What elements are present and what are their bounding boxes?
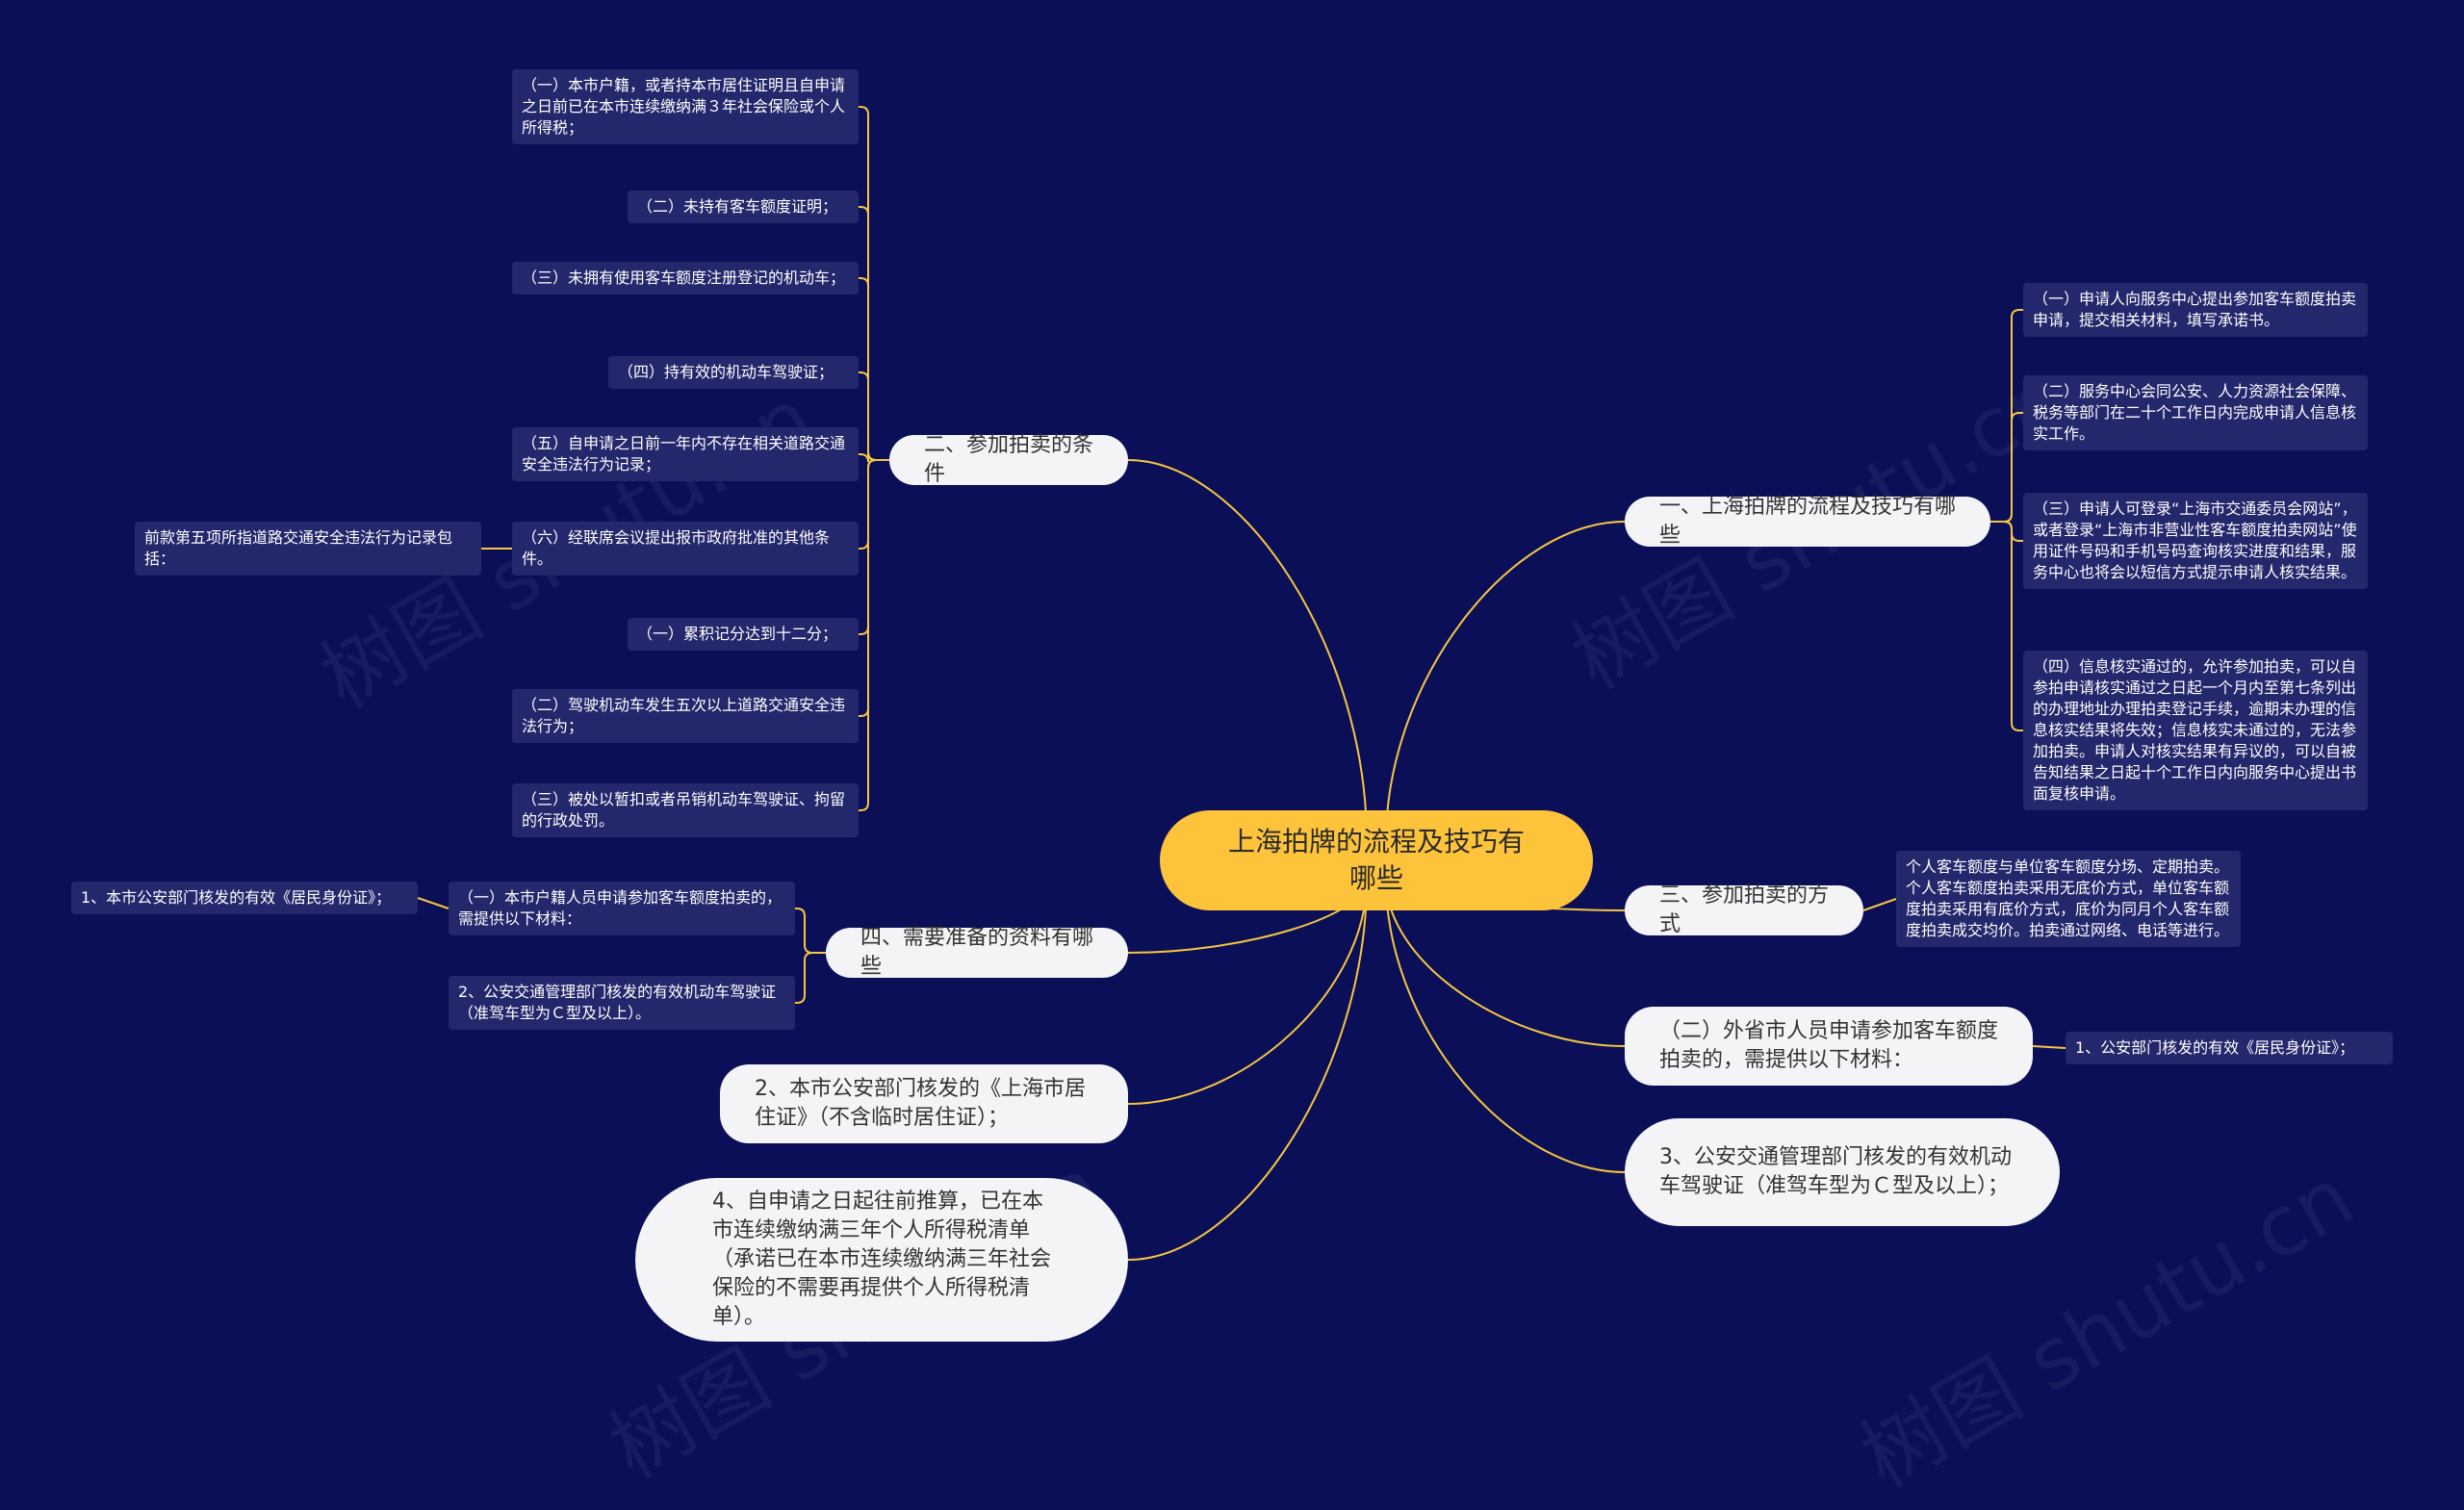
leaf-link-method-leaf — [1862, 898, 1897, 911]
residence-permit-node[interactable]: 2、本市公安部门核发的《上海市居住证》（不含临时居住证）； — [720, 1064, 1128, 1143]
tax-record-node[interactable]: 4、自申请之日起往前推算，已在本市连续缴纳满三年个人所得税清单（承诺已在本市连续… — [635, 1178, 1128, 1342]
leaf-link-condition-leaf-2 — [859, 206, 889, 461]
leaf-link-condition-leaf-4 — [859, 371, 889, 461]
leaf-link-process-leaf-4 — [1990, 521, 2023, 731]
outside-leaf[interactable]: 1、公安部门核发的有效《居民身份证》； — [2066, 1032, 2393, 1064]
condition-leaf-9[interactable]: （三）被处以暂扣或者吊销机动车驾驶证、拘留的行政处罚。 — [512, 783, 859, 837]
branch-outside-residents[interactable]: （二）外省市人员申请参加客车额度拍卖的，需提供以下材料： — [1625, 1007, 2033, 1086]
mindmap-canvas: 树图 shutu.cn 树图 shutu.cn 树图 shutu.cn 树图 s… — [71, 69, 2393, 1507]
materials-leaf-1[interactable]: （一）本市户籍人员申请参加客车额度拍卖的，需提供以下材料： — [449, 882, 795, 935]
branch-conditions[interactable]: 二、参加拍卖的条件 — [889, 433, 1128, 486]
leaf-link-condition-leaf-6 — [859, 459, 889, 550]
condition-leaf-1[interactable]: （一）本市户籍，或者持本市居住证明且自申请之日前已在本市连续缴纳满３年社会保险或… — [512, 69, 859, 144]
driving-license-node[interactable]: 3、公安交通管理部门核发的有效机动车驾驶证（准驾车型为Ｃ型及以上）； — [1625, 1118, 2060, 1226]
materials-leaf-2[interactable]: 2、公安交通管理部门核发的有效机动车驾驶证（准驾车型为Ｃ型及以上）。 — [449, 976, 795, 1030]
materials-sub-leaf[interactable]: 1、本市公安部门核发的有效《居民身份证》； — [71, 882, 418, 914]
branch-method[interactable]: 三、参加拍卖的方式 — [1625, 883, 1863, 936]
root-link-branch-outside-residents — [1385, 879, 1626, 1047]
method-leaf[interactable]: 个人客车额度与单位客车额度分场、定期拍卖。个人客车额度拍卖采用无底价方式，单位客… — [1896, 851, 2241, 947]
condition-leaf-3[interactable]: （三）未拥有使用客车额度注册登记的机动车； — [512, 262, 859, 294]
leaf-link-materials-leaf-2 — [795, 952, 826, 1004]
process-leaf-2[interactable]: （二）服务中心会同公安、人力资源社会保障、税务等部门在二十个工作日内完成申请人信… — [2023, 375, 2368, 450]
root-topic[interactable]: 上海拍牌的流程及技巧有哪些 — [1160, 810, 1593, 910]
root-link-tax-record-node — [1127, 879, 1368, 1261]
root-link-branch-process — [1385, 521, 1626, 842]
condition-leaf-7[interactable]: （一）累积记分达到十二分； — [628, 618, 859, 651]
leaf-link-condition-leaf-8 — [859, 459, 889, 717]
condition-leaf-6[interactable]: （六）经联席会议提出报市政府批准的其他条件。 — [512, 522, 859, 576]
root-link-driving-license-node — [1385, 879, 1626, 1173]
condition-note[interactable]: 前款第五项所指道路交通安全违法行为记录包括： — [135, 522, 481, 576]
leaf-link-condition-leaf-3 — [859, 277, 889, 461]
branch-process[interactable]: 一、上海拍牌的流程及技巧有哪些 — [1625, 495, 1990, 548]
condition-leaf-5[interactable]: （五）自申请之日前一年内不存在相关道路交通安全违法行为记录； — [512, 427, 859, 481]
leaf-link-materials-leaf-1 — [795, 908, 826, 954]
leaf-link-outside-leaf — [2032, 1045, 2066, 1049]
condition-leaf-8[interactable]: （二）驾驶机动车发生五次以上道路交通安全违法行为； — [512, 689, 859, 743]
leaf-link-materials-sub-leaf — [417, 897, 449, 909]
process-leaf-4[interactable]: （四）信息核实通过的，允许参加拍卖，可以自参拍申请核实通过之日起一个月内至第七条… — [2023, 651, 2368, 810]
root-link-branch-conditions — [1127, 459, 1368, 842]
root-link-residence-permit-node — [1127, 879, 1368, 1105]
process-leaf-1[interactable]: （一）申请人向服务中心提出参加客车额度拍卖申请，提交相关材料，填写承诺书。 — [2023, 283, 2368, 337]
leaf-link-condition-leaf-1 — [859, 106, 889, 461]
leaf-link-process-leaf-3 — [1990, 521, 2023, 542]
process-leaf-3[interactable]: （三）申请人可登录“上海市交通委员会网站”，或者登录“上海市非营业性客车额度拍卖… — [2023, 493, 2368, 589]
leaf-link-condition-leaf-9 — [859, 459, 889, 811]
leaf-link-condition-leaf-7 — [859, 459, 889, 635]
condition-leaf-4[interactable]: （四）持有效的机动车驾驶证； — [608, 356, 859, 389]
condition-leaf-2[interactable]: （二）未持有客车额度证明； — [628, 191, 859, 223]
branch-materials[interactable]: 四、需要准备的资料有哪些 — [826, 926, 1128, 979]
